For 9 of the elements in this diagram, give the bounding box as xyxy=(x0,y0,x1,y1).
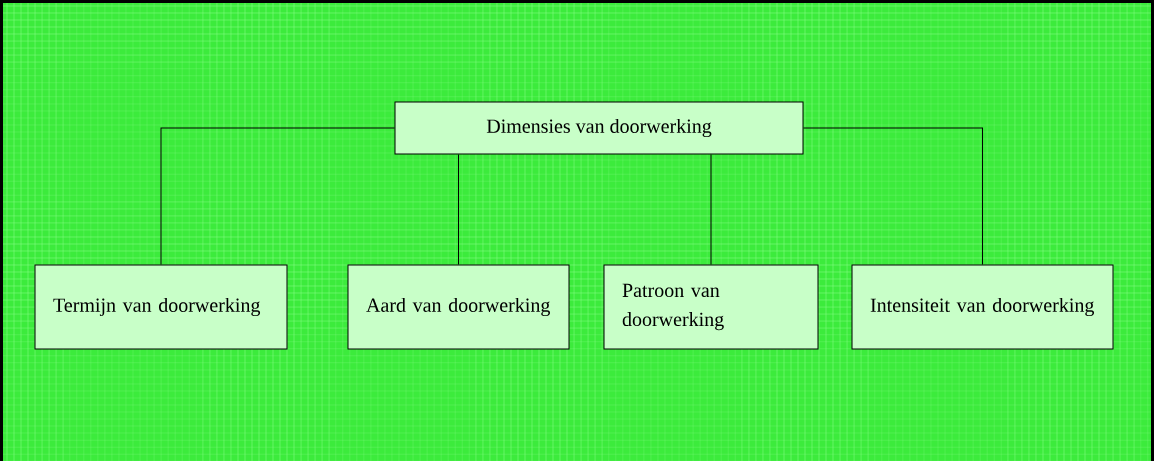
category-box: Termijn van doorwerking xyxy=(34,264,288,350)
category-box: Intensiteit van doorwerking xyxy=(851,264,1114,350)
category-box: Patroon van doorwerking xyxy=(603,264,819,350)
connector-line xyxy=(803,127,983,265)
connector-line xyxy=(710,154,712,265)
connector-line xyxy=(458,154,459,265)
title-box: Dimensies van doorwerking xyxy=(394,101,804,155)
category-box: Aard van doorwerking xyxy=(347,264,570,350)
connector-line xyxy=(160,127,395,265)
